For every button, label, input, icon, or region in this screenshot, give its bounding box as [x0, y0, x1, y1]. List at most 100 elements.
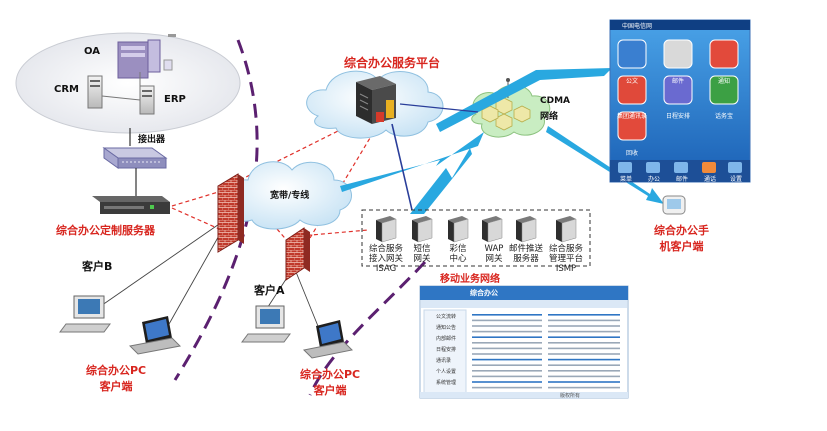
- phone-bottom-icon-3[interactable]: [674, 162, 688, 173]
- phone-app-tile-6[interactable]: [709, 75, 739, 105]
- service-server-icon-4: [482, 216, 503, 243]
- phone-app-tile-7[interactable]: [617, 111, 647, 141]
- phone-tab-office[interactable]: 办公: [647, 176, 660, 183]
- portal-content-line: [548, 314, 620, 316]
- phone-app-tile-4[interactable]: [617, 75, 647, 105]
- phone-app-tile-3[interactable]: [709, 39, 739, 69]
- portal-content-line: [472, 347, 542, 350]
- platform-label: 综合办公服务平台: [344, 56, 441, 70]
- portal-menu-item-6[interactable]: 个人设置: [436, 369, 457, 375]
- mobile-area-label: 移动业务网络: [440, 274, 500, 285]
- portal-content-line: [472, 330, 542, 333]
- phone-bottom-icon-1[interactable]: [618, 162, 632, 173]
- phone-app-tile-1[interactable]: [617, 39, 647, 69]
- portal-menu-item-2[interactable]: 通知公告: [436, 325, 457, 331]
- firewall-right-icon: [285, 227, 310, 281]
- platform-cdma-link: [399, 103, 479, 113]
- pc-client-right-label: 综合办公PC 客户端: [300, 368, 361, 397]
- phone-app-tile-5[interactable]: [663, 75, 693, 105]
- wireless-links: [340, 68, 664, 214]
- portal-screenshot: [419, 285, 629, 399]
- phone-app-label-1[interactable]: 公文: [625, 78, 638, 85]
- phone-app-tiles: [617, 39, 742, 173]
- service-server-icons: [376, 216, 577, 243]
- service-server-icon-5: [516, 216, 537, 243]
- phone-bottom-icon-5[interactable]: [728, 162, 742, 173]
- cdma-network-label: 网络: [540, 112, 559, 122]
- platform-server-icon: [356, 76, 396, 124]
- portal-content-line: [548, 375, 620, 378]
- phone-app-tile-2[interactable]: [663, 39, 693, 69]
- portal-content-line: [472, 375, 542, 378]
- phone-app-label-7[interactable]: 回收: [625, 150, 638, 157]
- portal-content-line: [548, 358, 620, 361]
- phone-app-label-3[interactable]: 通知: [717, 78, 730, 85]
- client-b-label: 客户B: [82, 260, 113, 273]
- portal-content-line: [548, 364, 620, 366]
- gateway-small-label: 接出器: [138, 135, 166, 145]
- service-server-icon-2: [412, 216, 433, 243]
- portal-menu-item-4[interactable]: 日程安排: [436, 347, 457, 353]
- portal-menu-item-3[interactable]: 内部邮件: [436, 336, 457, 342]
- portal-content-line: [472, 364, 542, 366]
- enterprise-network-ellipse: [15, 32, 241, 134]
- phone-client-label: 综合办公手 机客户端: [654, 224, 709, 253]
- firewall-left-icon: [217, 173, 244, 253]
- portal-content-line: [472, 314, 542, 316]
- portal-content-line: [472, 386, 542, 389]
- portal-content-line: [472, 353, 542, 355]
- boundary-arc-left: [173, 39, 259, 381]
- client-b-desktop-icon: [59, 295, 111, 333]
- portal-menu-item-1[interactable]: 公文流转: [436, 314, 457, 320]
- portal-content-line: [472, 342, 542, 344]
- service-server-icon-6: [556, 216, 577, 243]
- erp-server-icon: [139, 85, 155, 115]
- portal-content-line: [548, 319, 620, 322]
- crm-label: CRM: [54, 84, 79, 95]
- portal-content-line: [548, 342, 620, 344]
- phone-tab-menu[interactable]: 菜单: [619, 176, 632, 183]
- portal-content-line: [472, 381, 542, 383]
- phone-status-text: 中国电信网: [622, 23, 653, 30]
- phone-tab-settings[interactable]: 设置: [729, 176, 742, 183]
- broadband-label: 宽带/专线: [270, 191, 310, 201]
- portal-menu-item-7[interactable]: 系统管理: [436, 380, 457, 386]
- portal-menu-item-5[interactable]: 通讯录: [436, 358, 452, 364]
- portal-content-line: [472, 358, 542, 361]
- custom-server-icon: [92, 196, 170, 214]
- phone-app-label-4[interactable]: 集团通讯录: [616, 113, 647, 120]
- portal-footer: 版权所有: [560, 393, 581, 399]
- client-b-laptop-icon: [128, 316, 182, 355]
- portal-content-line: [472, 325, 542, 327]
- mobile-handset-icon: [662, 195, 686, 215]
- portal-content-line: [548, 347, 620, 350]
- phone-bottom-icon-4[interactable]: [702, 162, 716, 173]
- service-server-icon-1: [376, 216, 397, 243]
- phone-app-label-5[interactable]: 日程安排: [665, 113, 690, 120]
- phone-app-label-6[interactable]: 话务宝: [714, 113, 733, 120]
- portal-content-line: [548, 353, 620, 355]
- crm-server-icon: [87, 75, 103, 109]
- portal-content-line: [548, 330, 620, 333]
- service-mail-push: 邮件推送服务器: [508, 244, 543, 264]
- client-a-laptop-icon: [302, 320, 354, 359]
- oa-label: OA: [84, 46, 100, 57]
- phone-bottom-icon-2[interactable]: [646, 162, 660, 173]
- custom-server-label: 综合办公定制服务器: [56, 224, 155, 237]
- portal-content-line: [548, 336, 620, 338]
- boundary-arc-right: [308, 260, 427, 396]
- phone-tab-call[interactable]: 通话: [703, 176, 716, 183]
- phone-tab-mail[interactable]: 邮件: [675, 176, 688, 183]
- portal-title: 综合办公: [470, 289, 498, 297]
- pc-client-left-label: 综合办公PC 客户端: [86, 364, 147, 393]
- client-a-desktop-icon: [241, 305, 291, 343]
- portal-content-line: [548, 325, 620, 327]
- portal-content-line: [548, 381, 620, 383]
- service-server-icon-3: [448, 216, 469, 243]
- phone-app-label-2[interactable]: 邮件: [671, 78, 684, 85]
- service-mms-center: 彩信中心: [449, 244, 467, 264]
